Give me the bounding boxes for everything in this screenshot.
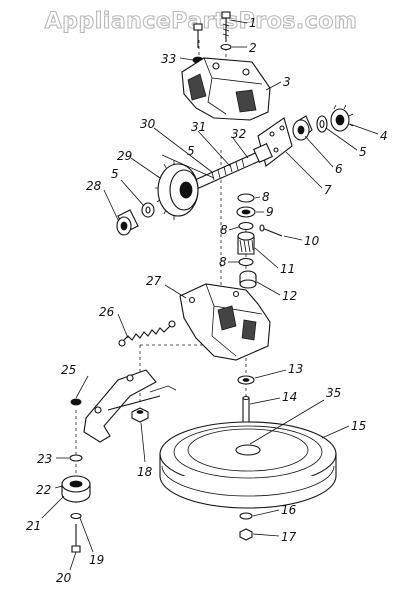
gear-housing-top-3 [181,57,271,121]
bushing-28 [116,209,139,236]
callout-12: 12 [282,289,297,303]
idler-pulley-22 [61,475,91,503]
callout-17: 17 [281,530,297,544]
screw-33 [192,23,204,64]
washer-5-right [316,115,328,133]
callout-29: 29 [117,149,132,163]
callout-4: 4 [380,129,388,143]
pin-10 [259,224,283,237]
nut-25 [70,398,82,406]
cap-4 [330,104,354,132]
washer-8-bottom [238,257,254,267]
callout-27: 27 [146,274,162,288]
screw-1 [221,11,231,42]
callout-leader-lines [41,19,379,571]
bearing-9 [236,206,256,218]
callout-5-upper: 5 [187,144,195,158]
nut-18 [131,407,149,423]
callout-9: 9 [266,205,274,219]
callout-30: 30 [140,117,156,131]
callout-3: 3 [283,75,291,89]
callout-6: 6 [335,162,343,176]
callout-1: 1 [249,16,257,30]
callout-5-left: 5 [111,167,119,181]
worm-gear-29 [155,160,199,220]
control-arm-25 [83,369,177,443]
callout-32: 32 [231,127,246,141]
callout-19: 19 [89,553,104,567]
spring-26 [118,320,176,347]
washer-13 [237,375,255,385]
callout-10: 10 [304,234,320,248]
washer-8-middle [238,221,254,231]
callout-28: 28 [86,179,102,193]
bolt-19 [70,512,82,520]
callout-16: 16 [281,503,297,517]
callout-8-middle: 8 [220,223,228,237]
washer-2 [220,43,232,51]
callout-18: 18 [137,465,153,479]
callout-13: 13 [288,362,303,376]
watermark-text: AppliancePartsPros.com [45,9,358,34]
nut-17 [239,528,253,541]
gear-11 [237,231,255,255]
worm-shaft-30 [185,143,273,193]
callout-2: 2 [249,41,257,55]
callout-22: 22 [36,483,51,497]
bolt-20 [71,524,81,553]
callout-8-top: 8 [262,190,270,204]
washer-23 [69,454,83,462]
callout-21: 21 [26,519,41,533]
callout-11: 11 [280,262,295,276]
bushing-12 [239,270,257,289]
callout-26: 26 [99,305,115,319]
washer-5-left [141,202,155,218]
pulley-15 [159,421,337,509]
washer-8-top [237,193,255,203]
callout-7: 7 [324,183,332,197]
callout-labels: 1 2 3 4 5 5 5 6 7 8 8 8 9 10 11 12 13 14… [26,16,388,585]
callout-15: 15 [351,419,366,433]
bearing-6 [292,115,313,141]
washer-16 [239,512,253,520]
callout-23: 23 [37,452,52,466]
callout-33: 33 [161,52,176,66]
callout-31: 31 [191,120,206,134]
callout-14: 14 [282,390,297,404]
callout-25: 25 [61,363,76,377]
gear-housing-bottom-27 [179,283,271,361]
callout-35: 35 [326,386,341,400]
callout-20: 20 [56,571,72,585]
callout-5-right: 5 [359,145,367,159]
callout-8-bottom: 8 [219,255,227,269]
